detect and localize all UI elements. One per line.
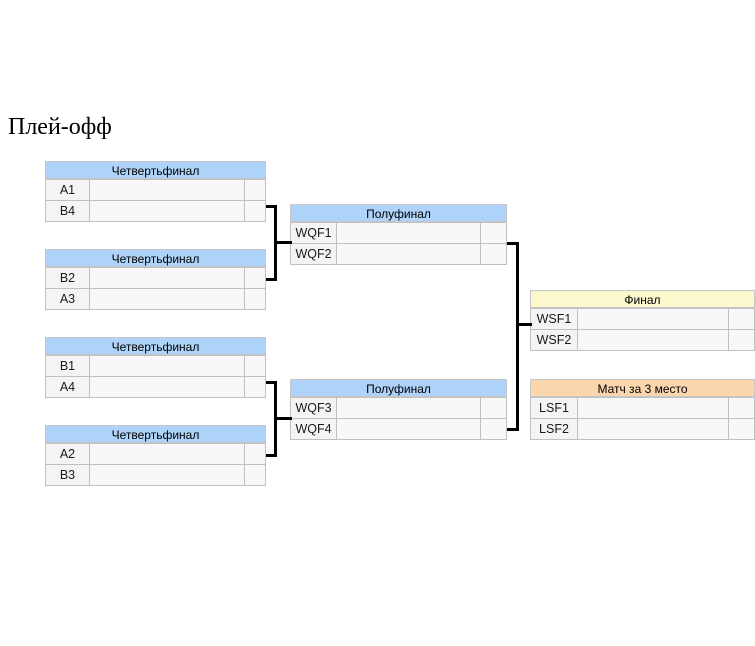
team-label: LSF1 xyxy=(530,397,578,419)
team-name xyxy=(89,179,245,201)
match-row: WQF2 xyxy=(290,243,507,265)
match-header: Матч за 3 место xyxy=(530,379,755,397)
team-score xyxy=(480,222,507,244)
match-semifinal-1: Полуфинал WQF1 WQF2 xyxy=(290,204,507,265)
connector-sf1-stub xyxy=(507,242,519,245)
team-label: B2 xyxy=(45,267,90,289)
match-row: A3 xyxy=(45,288,266,310)
match-row: WSF1 xyxy=(530,308,755,330)
team-name xyxy=(89,267,245,289)
match-row: LSF1 xyxy=(530,397,755,419)
match-row: B1 xyxy=(45,355,266,377)
connector-final-in xyxy=(516,323,532,326)
connector-sf1-in xyxy=(274,241,292,244)
team-score xyxy=(244,179,266,201)
team-name xyxy=(577,329,729,351)
team-name xyxy=(336,222,481,244)
team-score xyxy=(244,464,266,486)
team-score xyxy=(244,267,266,289)
connector-qf2-stub xyxy=(266,278,277,281)
match-header: Четвертьфинал xyxy=(45,425,266,443)
connector-sf2-in xyxy=(274,417,292,420)
match-header: Финал xyxy=(530,290,755,308)
team-label: A4 xyxy=(45,376,90,398)
team-label: B3 xyxy=(45,464,90,486)
team-score xyxy=(480,397,507,419)
page-title: Плей-офф xyxy=(8,114,112,140)
team-name xyxy=(89,376,245,398)
team-label: WSF2 xyxy=(530,329,578,351)
team-name xyxy=(577,418,729,440)
team-score xyxy=(480,418,507,440)
team-label: WQF4 xyxy=(290,418,337,440)
team-label: WSF1 xyxy=(530,308,578,330)
match-header: Полуфинал xyxy=(290,204,507,222)
team-score xyxy=(244,355,266,377)
team-score xyxy=(728,418,755,440)
match-row: B3 xyxy=(45,464,266,486)
connector-sf-final-vertical xyxy=(516,242,519,431)
team-score xyxy=(480,243,507,265)
team-name xyxy=(89,200,245,222)
team-score xyxy=(728,397,755,419)
match-row: WQF1 xyxy=(290,222,507,244)
team-name xyxy=(577,397,729,419)
match-row: A2 xyxy=(45,443,266,465)
match-header: Четвертьфинал xyxy=(45,161,266,179)
team-label: B4 xyxy=(45,200,90,222)
team-name xyxy=(336,243,481,265)
match-row: B2 xyxy=(45,267,266,289)
match-header: Полуфинал xyxy=(290,379,507,397)
connector-qf3-stub xyxy=(266,381,277,384)
match-semifinal-2: Полуфинал WQF3 WQF4 xyxy=(290,379,507,440)
connector-qf4-stub xyxy=(266,454,277,457)
match-quarterfinal-1: Четвертьфинал A1 B4 xyxy=(45,161,266,222)
match-quarterfinal-3: Четвертьфинал B1 A4 xyxy=(45,337,266,398)
team-label: WQF1 xyxy=(290,222,337,244)
team-label: WQF2 xyxy=(290,243,337,265)
match-quarterfinal-4: Четвертьфинал A2 B3 xyxy=(45,425,266,486)
connector-sf2-stub xyxy=(507,428,519,431)
team-label: A2 xyxy=(45,443,90,465)
team-score xyxy=(244,376,266,398)
team-name xyxy=(89,288,245,310)
team-score xyxy=(728,329,755,351)
team-name xyxy=(89,443,245,465)
match-row: A4 xyxy=(45,376,266,398)
team-name xyxy=(336,397,481,419)
match-row: B4 xyxy=(45,200,266,222)
match-quarterfinal-2: Четвертьфинал B2 A3 xyxy=(45,249,266,310)
team-name xyxy=(89,464,245,486)
team-score xyxy=(728,308,755,330)
match-third-place: Матч за 3 место LSF1 LSF2 xyxy=(530,379,755,440)
match-row: LSF2 xyxy=(530,418,755,440)
match-row: WSF2 xyxy=(530,329,755,351)
team-label: WQF3 xyxy=(290,397,337,419)
team-label: LSF2 xyxy=(530,418,578,440)
team-name xyxy=(577,308,729,330)
match-row: WQF4 xyxy=(290,418,507,440)
team-label: A1 xyxy=(45,179,90,201)
match-header: Четвертьфинал xyxy=(45,337,266,355)
team-score xyxy=(244,200,266,222)
team-label: B1 xyxy=(45,355,90,377)
team-name xyxy=(89,355,245,377)
match-row: A1 xyxy=(45,179,266,201)
match-final: Финал WSF1 WSF2 xyxy=(530,290,755,351)
match-header: Четвертьфинал xyxy=(45,249,266,267)
connector-qf1-stub xyxy=(266,205,277,208)
team-score xyxy=(244,443,266,465)
team-name xyxy=(336,418,481,440)
match-row: WQF3 xyxy=(290,397,507,419)
team-score xyxy=(244,288,266,310)
team-label: A3 xyxy=(45,288,90,310)
